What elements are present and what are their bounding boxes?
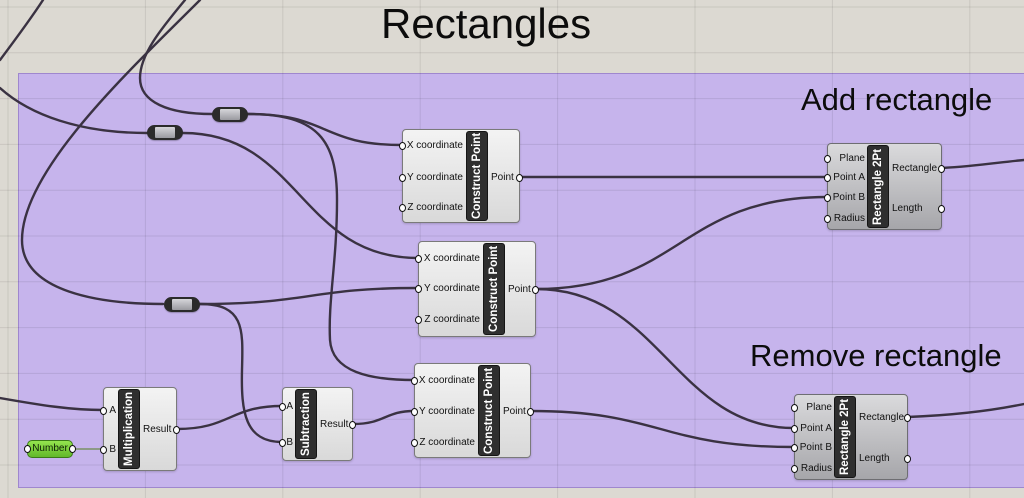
port-rectangle-output[interactable] [904, 414, 911, 422]
input-label: X coordinate [418, 375, 475, 386]
port-b[interactable] [100, 446, 107, 454]
port-point-b[interactable] [791, 444, 798, 452]
port-point-b[interactable] [824, 194, 831, 202]
port-y-coordinate[interactable] [415, 285, 422, 293]
wire-offscreen-top-left [0, 0, 45, 62]
multiplication-component[interactable]: A B Multiplication Result [100, 387, 180, 471]
input-label: Z coordinate [424, 314, 480, 325]
port-x-coordinate[interactable] [415, 255, 422, 263]
component-name-strip: Construct Point [483, 243, 505, 335]
port-length-output[interactable] [938, 205, 945, 213]
relay-body [220, 109, 240, 120]
output-label: Rectangle [892, 163, 938, 174]
input-label: A [109, 405, 116, 416]
output-label: Point [503, 406, 526, 417]
number-parameter[interactable]: Number [24, 440, 76, 458]
port-plane[interactable] [791, 404, 798, 412]
relay-1[interactable] [212, 107, 248, 122]
construct-point-component-2[interactable]: X coordinate Y coordinate Z coordinate C… [415, 241, 539, 337]
port-point-output[interactable] [532, 286, 539, 294]
input-label: X coordinate [423, 253, 480, 264]
input-label: Z coordinate [407, 202, 463, 213]
input-label: B [286, 437, 293, 448]
construct-point-component-1[interactable]: X coordinate Y coordinate Z coordinate C… [399, 129, 523, 223]
port-y-coordinate[interactable] [399, 174, 406, 182]
relay-3[interactable] [164, 297, 200, 312]
output-label: Length [859, 453, 890, 464]
component-name-strip: Construct Point [478, 365, 500, 456]
relay-body [155, 127, 175, 138]
port-result-output[interactable] [349, 421, 356, 429]
input-label: Plane [806, 402, 832, 413]
input-label: Y coordinate [424, 283, 480, 294]
component-name-strip: Construct Point [466, 131, 488, 221]
input-label: Point A [833, 172, 865, 183]
port-rectangle-output[interactable] [938, 165, 945, 173]
relay-body [172, 299, 192, 310]
port-point-output[interactable] [527, 408, 534, 416]
input-label: Point B [799, 442, 832, 453]
output-label: Result [143, 424, 172, 435]
input-label: Y coordinate [407, 172, 463, 183]
rectangle-2pt-add-component[interactable]: Plane Point A Point B Radius Rectangle 2… [824, 143, 945, 230]
input-label: Point A [800, 423, 832, 434]
port-x-coordinate[interactable] [411, 377, 418, 385]
component-name-strip: Multiplication [118, 389, 140, 469]
port-z-coordinate[interactable] [415, 316, 422, 324]
port-radius[interactable] [824, 215, 831, 223]
input-label: Radius [800, 463, 832, 474]
number-label: Number [32, 443, 68, 454]
component-name-strip: Rectangle 2Pt [834, 396, 856, 478]
input-label: X coordinate [406, 140, 463, 151]
output-label: Point [491, 172, 514, 183]
construct-point-component-3[interactable]: X coordinate Y coordinate Z coordinate C… [411, 363, 534, 458]
port-y-coordinate[interactable] [411, 408, 418, 416]
port-b[interactable] [279, 439, 286, 447]
port-a[interactable] [279, 403, 286, 411]
port-point-a[interactable] [824, 174, 831, 182]
output-label: Point [508, 284, 531, 295]
input-label: B [109, 444, 116, 455]
output-label: Result [320, 419, 349, 430]
port-point-output[interactable] [516, 174, 523, 182]
port-length-output[interactable] [904, 455, 911, 463]
input-label: Radius [833, 213, 865, 224]
component-name-strip: Rectangle 2Pt [867, 145, 889, 228]
canvas-title: Rectangles [381, 0, 591, 47]
input-label: A [286, 401, 293, 412]
input-label: Y coordinate [419, 406, 475, 417]
port-plane[interactable] [824, 155, 831, 163]
port-result-output[interactable] [173, 426, 180, 434]
output-label: Length [892, 203, 923, 214]
port-z-coordinate[interactable] [399, 204, 406, 212]
input-label: Z coordinate [419, 437, 475, 448]
subtraction-component[interactable]: A B Subtraction Result [279, 387, 356, 461]
number-output-port[interactable] [69, 445, 76, 453]
relay-2[interactable] [147, 125, 183, 140]
port-x-coordinate[interactable] [399, 142, 406, 150]
component-name-strip: Subtraction [295, 389, 317, 459]
port-point-a[interactable] [791, 425, 798, 433]
output-label: Rectangle [859, 412, 905, 423]
rectangle-2pt-remove-component[interactable]: Plane Point A Point B Radius Rectangle 2… [791, 394, 911, 480]
input-label: Plane [839, 153, 865, 164]
port-z-coordinate[interactable] [411, 439, 418, 447]
input-label: Point B [832, 192, 865, 203]
number-input-port[interactable] [24, 445, 31, 453]
port-radius[interactable] [791, 465, 798, 473]
port-a[interactable] [100, 407, 107, 415]
